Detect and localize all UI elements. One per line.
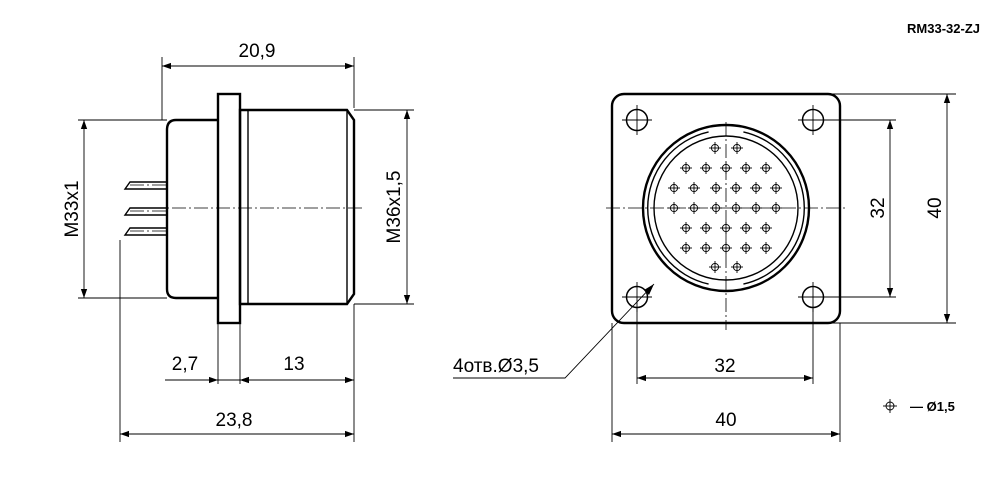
contact-pin (668, 182, 680, 194)
model-label: RM33-32-ZJ (907, 21, 980, 36)
contact-pin (700, 162, 712, 174)
contact-pin (709, 142, 721, 154)
dim-label-32-h: 32 (714, 356, 735, 377)
contact-pin (760, 162, 772, 174)
dim-label-13: 13 (283, 354, 304, 375)
dim-label-m33: M33x1 (62, 180, 83, 237)
solder-tails (123, 181, 167, 236)
contact-pin (710, 202, 722, 214)
dim-label-40-h: 40 (715, 410, 736, 431)
front-view: 32 40 32 40 4отв.Ø3,5 (453, 92, 956, 442)
contact-pin (709, 261, 721, 273)
contact-pin (740, 162, 752, 174)
contact-pin (720, 162, 732, 174)
contact-pin (680, 222, 692, 234)
contact-pin (720, 242, 732, 254)
pin-symbol-label: — Ø1,5 (910, 399, 955, 414)
contact-pin (668, 202, 680, 214)
contact-pin (740, 222, 752, 234)
rear-body (165, 118, 218, 300)
contact-pin (750, 182, 762, 194)
pin-legend: — Ø1,5 (883, 399, 955, 414)
front-body (238, 108, 356, 306)
contact-pin (680, 162, 692, 174)
contact-pin (731, 142, 743, 154)
contact-pin (730, 182, 742, 194)
side-view: 20,9 M33x1 M36x1,5 2,7 13 23,8 (62, 41, 414, 442)
dim-label-m36: M36x1,5 (384, 171, 405, 244)
keyway-arc (647, 131, 709, 285)
contact-pin (680, 242, 692, 254)
contact-pin (688, 202, 700, 214)
contact-pin (688, 182, 700, 194)
dim-label-23-8: 23,8 (216, 410, 253, 431)
leader-arrowhead (644, 284, 654, 295)
dim-label-40-v: 40 (925, 197, 946, 218)
contact-pin (740, 242, 752, 254)
contact-pin (730, 202, 742, 214)
contact-pin (760, 222, 772, 234)
contact-pin (760, 242, 772, 254)
contact-pin (750, 202, 762, 214)
dim-label-32-v: 32 (868, 197, 889, 218)
hole-callout-leader (453, 283, 655, 379)
contact-pin (770, 182, 782, 194)
contact-pin (731, 261, 743, 273)
contact-pin (700, 222, 712, 234)
contact-pin (700, 242, 712, 254)
contact-pin (720, 222, 732, 234)
contact-pin (770, 202, 782, 214)
contact-pin (710, 182, 722, 194)
dim-label-20-9: 20,9 (239, 41, 276, 62)
contact-pins (668, 142, 782, 273)
hole-callout-label: 4отв.Ø3,5 (453, 356, 539, 377)
flange (216, 92, 242, 325)
dim-label-2-7: 2,7 (172, 354, 198, 375)
